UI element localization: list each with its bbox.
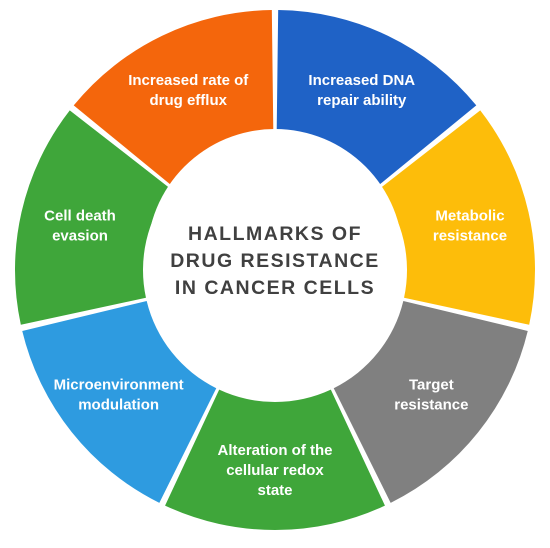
segment-5 (22, 300, 217, 503)
segment-label-7-line-1: Increased rate of (128, 72, 249, 89)
segment-label-6-line-1: Cell death (44, 207, 116, 224)
segment-label-3: Target resistance (394, 377, 468, 414)
segment-label-1-line-1: Increased DNA (308, 72, 415, 89)
segment-6 (15, 110, 171, 325)
segment-label-5-line-2: modulation (78, 397, 159, 414)
segment-label-6-line-2: evasion (52, 227, 108, 244)
center-disc (147, 129, 403, 385)
segment-label-2-line-2: resistance (433, 227, 507, 244)
segment-label-4-line-3: state (257, 482, 292, 499)
segment-label-6: Cell death evasion (44, 207, 116, 244)
center-title: HALLMARKS OF DRUG RESISTANCE IN CANCER C… (170, 223, 380, 299)
segment-2 (379, 110, 535, 325)
segment-label-3-line-1: Target (409, 377, 454, 394)
segment-label-5: Microenvironment modulation (54, 377, 184, 414)
segment-label-2-line-1: Metabolic (435, 207, 504, 224)
segment-label-4: Alteration of the cellular redox state (218, 442, 333, 499)
segment-label-1: Increased DNA repair ability (308, 72, 415, 109)
segment-label-4-line-2: cellular redox (226, 462, 324, 479)
segment-label-3-line-2: resistance (394, 397, 468, 414)
segment-label-4-line-1: Alteration of the (218, 442, 333, 459)
segment-label-7: Increased rate of drug efflux (128, 72, 249, 109)
segment-3 (333, 300, 528, 503)
center-title-line-1: HALLMARKS OF (188, 223, 362, 245)
segment-4 (165, 389, 385, 530)
segment-label-1-line-2: repair ability (317, 92, 407, 109)
segment-label-2: Metabolic resistance (433, 207, 507, 244)
center-title-line-3: IN CANCER CELLS (175, 277, 375, 299)
segment-label-5-line-1: Microenvironment (54, 377, 184, 394)
center-title-line-2: DRUG RESISTANCE (170, 250, 380, 272)
segment-label-7-line-2: drug efflux (149, 92, 227, 109)
